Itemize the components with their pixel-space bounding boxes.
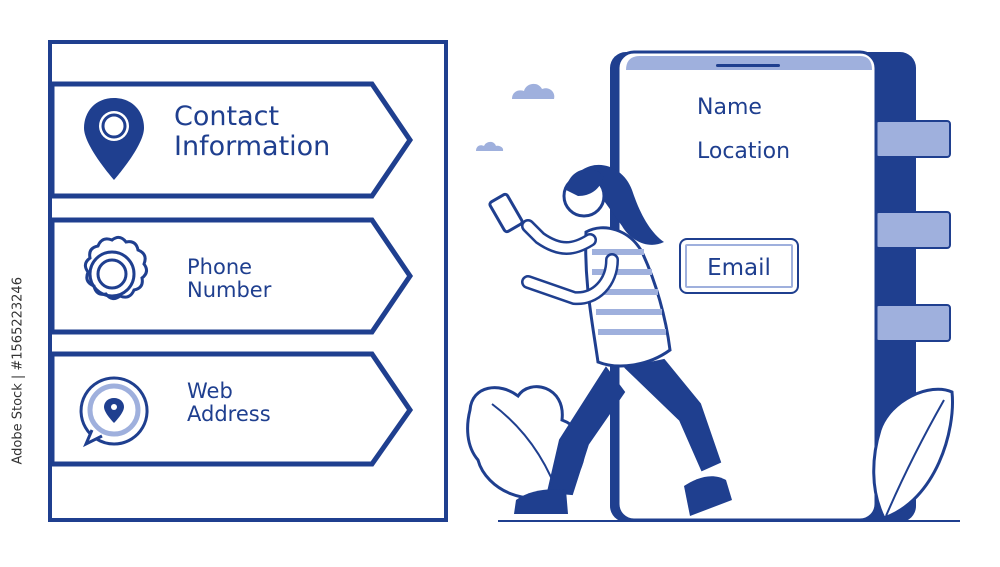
- contact-label-line2: Information: [174, 130, 331, 162]
- card-contact-information[interactable]: [49, 81, 414, 199]
- stock-id-text: Adobe Stock | #1565223246: [10, 277, 26, 465]
- email-button[interactable]: Email: [679, 238, 799, 294]
- flower-badge-icon: [83, 235, 149, 301]
- contact-label-line1: Contact: [174, 101, 280, 132]
- contact-information-label: Contact Information: [174, 102, 330, 161]
- web-address-label: Web Address: [187, 379, 271, 427]
- phone-label-line1: Phone: [187, 255, 253, 279]
- speech-pin-icon: [79, 376, 149, 448]
- woman-figure: [488, 164, 732, 516]
- cloud-icon: [476, 141, 504, 151]
- phone-number-label: Phone Number: [187, 255, 272, 303]
- card-phone-number[interactable]: [49, 217, 414, 335]
- web-label-line2: Address: [187, 402, 271, 427]
- web-label-line1: Web: [187, 379, 233, 403]
- leaf-right: [872, 387, 954, 520]
- email-button-label: Email: [707, 255, 771, 281]
- cloud-icon: [512, 83, 555, 99]
- phone-label-line2: Number: [187, 278, 272, 303]
- name-field-label: Name: [697, 95, 762, 120]
- location-pin-icon: [84, 98, 144, 180]
- card-web-address[interactable]: [49, 351, 414, 467]
- location-field-label: Location: [697, 139, 791, 164]
